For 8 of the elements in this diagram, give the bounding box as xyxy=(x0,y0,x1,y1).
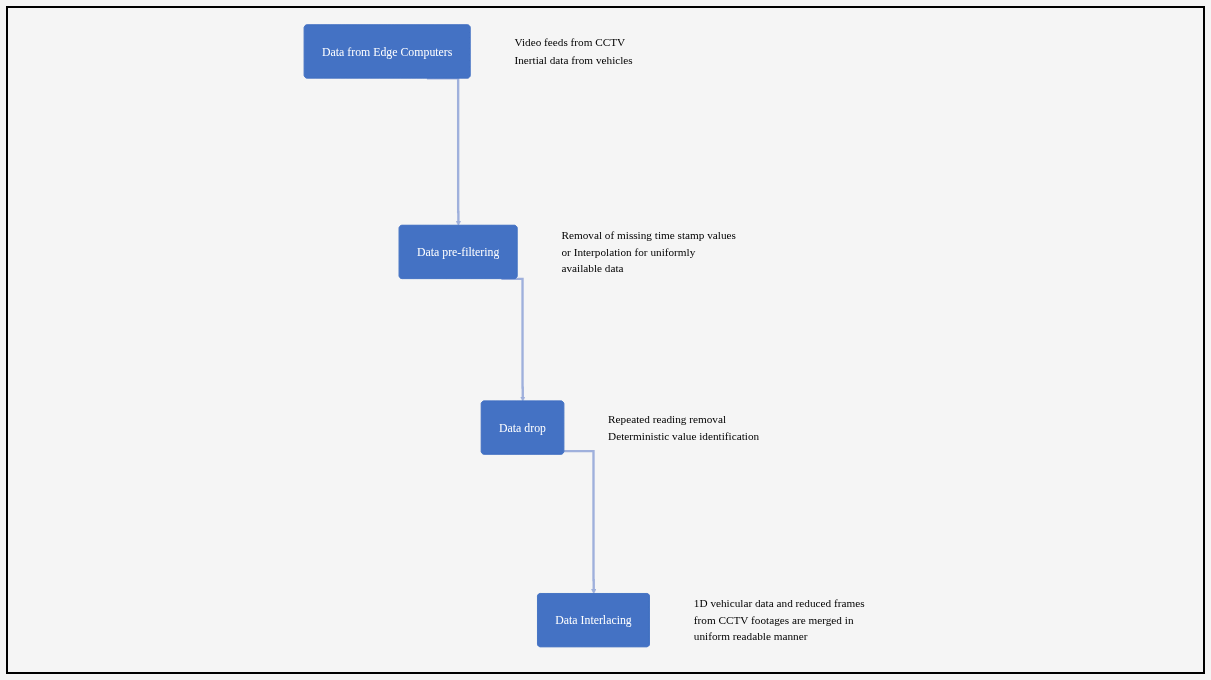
node-label: 1D vehicular data and reduced frames from CCTV footages are merged in uniform readable manner xyxy=(693,596,865,643)
node-label: Deterministic value identification xyxy=(608,429,760,442)
node-label: Video feeds from CCTV xyxy=(514,36,626,49)
node-label: Repeated reading removal xyxy=(608,412,727,425)
node-label: Removal of missing time stamp values or Interpolation for uniformly available data xyxy=(561,228,736,275)
diagram-frame: Data from Edge Computers Video feeds from CCTV Inertial data from vehicles Data pre-filtering Removal of missing time stamp values or Interpolation for uniformly available data Data drop Repeated reading removal Deterministic value identification Data Interlacing 1D vehicular data and reduced frames from CCTV footages are merged in uniform readable manner xyxy=(6,6,1205,674)
node-label: Inertial data from vehicles xyxy=(514,53,633,66)
arrow xyxy=(564,449,597,594)
